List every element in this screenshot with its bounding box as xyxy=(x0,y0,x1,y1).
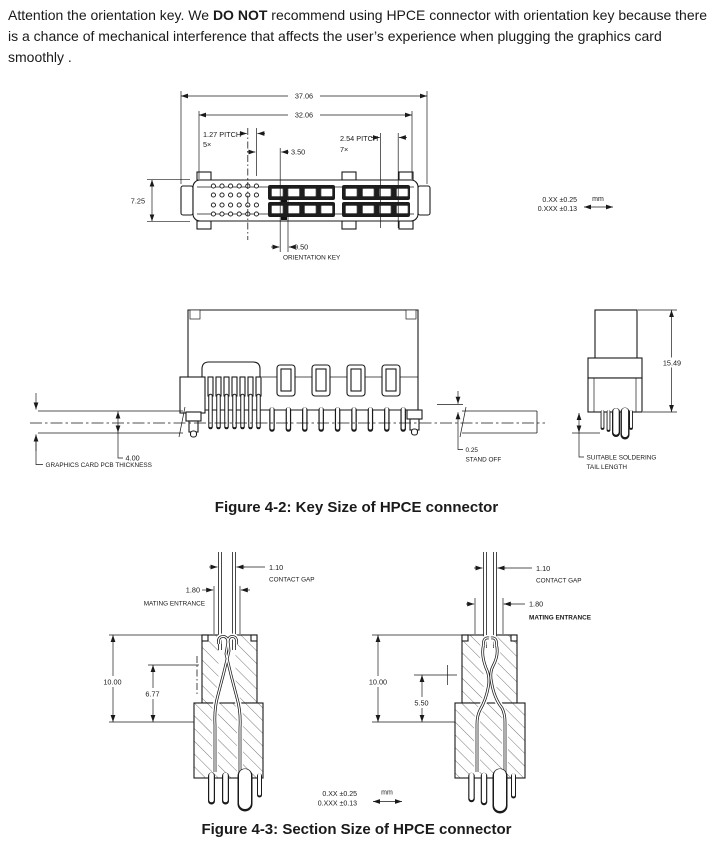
side-view-left-block xyxy=(179,376,206,414)
svg-text:37.06: 37.06 xyxy=(295,92,313,101)
intro-text-pre: Attention the orientation key. We xyxy=(8,7,213,23)
side-view-back-plate xyxy=(187,309,419,377)
right-dim-mating-entrance: 1.80 MATING ENTRANCE xyxy=(466,598,592,634)
dim-pitch-right: 2.54 PITCH 7× xyxy=(340,133,407,228)
dim-orientation-key: 0.50 ORIENTATION KEY xyxy=(271,148,341,262)
dim-overall-width: 37.06 xyxy=(180,91,428,184)
tolerance-xxx: 0.XXX ±0.13 xyxy=(318,801,357,808)
side-view-pegs xyxy=(185,409,423,438)
right-crosshair xyxy=(438,665,457,685)
right-dim-inner-height: 5.50 xyxy=(407,674,438,722)
right-dim-total-height: 10.00 xyxy=(361,634,462,723)
svg-text:1.10: 1.10 xyxy=(536,564,550,573)
tolerance-xxx: 0.XXX ±0.13 xyxy=(538,206,577,213)
svg-text:1.10: 1.10 xyxy=(269,563,283,572)
svg-text:STAND OFF: STAND OFF xyxy=(466,457,502,464)
front-view: 37.06 32.06 1.27 PITCH 5× xyxy=(131,91,431,262)
svg-text:ORIENTATION KEY: ORIENTATION KEY xyxy=(283,255,341,262)
tolerance-unit: mm xyxy=(592,196,604,203)
end-view-lower-block xyxy=(587,377,643,413)
svg-text:2.54 PITCH: 2.54 PITCH xyxy=(340,134,378,143)
svg-text:5×: 5× xyxy=(203,140,211,149)
svg-text:10.00: 10.00 xyxy=(103,678,121,687)
dim-inner-width: 32.06 xyxy=(198,111,413,179)
figure-4-2-caption: Figure 4-2: Key Size of HPCE connector xyxy=(214,499,499,516)
side-view: 4.00 GRAPHICS CARD PCB THICKNESS 0.25 ST… xyxy=(30,309,545,469)
svg-text:SUITABLE SOLDERING: SUITABLE SOLDERING xyxy=(587,455,657,462)
left-dim-contact-gap: 1.10 CONTACT GAP xyxy=(209,563,315,584)
left-dim-total-height: 10.00 xyxy=(96,634,202,723)
right-notch-b xyxy=(510,634,518,642)
svg-text:MATING ENTRANCE: MATING ENTRANCE xyxy=(529,615,592,622)
left-dim-mating-entrance: 1.80 MATING ENTRANCE xyxy=(144,586,250,634)
side-view-clips xyxy=(276,364,401,397)
svg-text:CONTACT GAP: CONTACT GAP xyxy=(536,578,582,585)
svg-text:5.50: 5.50 xyxy=(414,699,428,708)
right-contact-springs xyxy=(474,634,508,772)
svg-text:7.25: 7.25 xyxy=(131,197,145,206)
svg-text:0.50: 0.50 xyxy=(294,243,308,252)
right-slot-walls xyxy=(483,552,497,648)
svg-text:7×: 7× xyxy=(340,145,348,154)
svg-text:32.06: 32.06 xyxy=(295,111,313,120)
intro-text-post: recommend using HPCE connector with orie… xyxy=(8,7,708,65)
dim-pitch-left: 1.27 PITCH 5× xyxy=(203,128,265,240)
tolerance-unit: mm xyxy=(381,790,393,797)
svg-text:1.80: 1.80 xyxy=(186,586,200,595)
figure-4-3-caption: Figure 4-3: Section Size of HPCE connect… xyxy=(201,821,512,838)
end-view-flange xyxy=(587,357,643,379)
side-view-hump xyxy=(201,361,261,377)
tolerance-xx: 0.XX ±0.25 xyxy=(322,791,357,798)
tail-length-label: SUITABLE SOLDERING TAIL LENGTH xyxy=(572,413,656,471)
figure-4-2-drawing: 37.06 32.06 1.27 PITCH 5× xyxy=(30,91,685,471)
tolerance-note-top: 0.XX ±0.25 0.XXX ±0.13 mm xyxy=(538,196,613,213)
end-view-tails xyxy=(600,407,633,440)
svg-text:1.80: 1.80 xyxy=(529,600,543,609)
figure-4-3-drawing: 1.10 CONTACT GAP 1.80 MATING ENTRANCE 10… xyxy=(96,552,592,814)
dim-key-offset: 3.50 xyxy=(247,148,305,157)
svg-text:4.00: 4.00 xyxy=(126,454,140,463)
right-notch-a xyxy=(461,634,469,642)
section-view-right: 1.10 CONTACT GAP 1.80 MATING ENTRANCE 10… xyxy=(361,552,592,814)
right-dim-contact-gap: 1.10 CONTACT GAP xyxy=(474,564,582,585)
svg-text:CONTACT GAP: CONTACT GAP xyxy=(269,577,315,584)
intro-text-bold: DO NOT xyxy=(212,7,268,23)
intro-paragraph: Attention the orientation key. We DO NOT… xyxy=(8,5,709,68)
left-notch-a xyxy=(201,634,209,642)
front-view-left-tab xyxy=(180,185,194,216)
svg-text:TAIL LENGTH: TAIL LENGTH xyxy=(587,464,628,471)
left-contact-springs xyxy=(211,633,244,772)
left-lower-body xyxy=(193,702,264,779)
end-view-inner-lines xyxy=(593,378,637,412)
right-tails xyxy=(468,768,516,814)
svg-text:0.25: 0.25 xyxy=(466,447,479,454)
dim-front-height: 7.25 xyxy=(131,179,190,222)
side-view-comb-pins xyxy=(207,376,262,430)
left-tails xyxy=(208,768,262,812)
pcb-thickness-label: GRAPHICS CARD PCB THICKNESS xyxy=(33,393,152,469)
side-view-corner-notches xyxy=(189,309,417,320)
svg-text:6.77: 6.77 xyxy=(145,690,159,699)
svg-text:GRAPHICS CARD PCB THICKNESS: GRAPHICS CARD PCB THICKNESS xyxy=(46,462,152,469)
dim-connector-height: 15.49 xyxy=(638,309,685,413)
svg-text:3.50: 3.50 xyxy=(291,148,305,157)
section-view-left: 1.10 CONTACT GAP 1.80 MATING ENTRANCE 10… xyxy=(96,552,315,812)
left-dim-inner-height: 6.77 xyxy=(138,664,199,722)
dim-standoff: 0.25 STAND OFF xyxy=(437,391,501,464)
svg-text:15.49: 15.49 xyxy=(663,359,681,368)
pcb-section-lines xyxy=(38,406,538,438)
front-view-right-tab xyxy=(417,185,431,216)
dim-pcb-thickness: 4.00 xyxy=(115,411,140,463)
left-notch-b xyxy=(250,634,258,642)
tolerance-xx: 0.XX ±0.25 xyxy=(542,197,577,204)
end-view: 15.49 SUITABLE SOLDERING TAIL LENGTH xyxy=(572,309,685,471)
right-lower-body xyxy=(454,702,526,779)
svg-text:MATING ENTRANCE: MATING ENTRANCE xyxy=(144,601,205,608)
side-view-solder-pins xyxy=(269,407,406,432)
tolerance-note-bottom: 0.XX ±0.25 0.XXX ±0.13 mm xyxy=(318,790,402,808)
svg-text:10.00: 10.00 xyxy=(369,678,387,687)
svg-text:1.27 PITCH: 1.27 PITCH xyxy=(203,130,241,139)
